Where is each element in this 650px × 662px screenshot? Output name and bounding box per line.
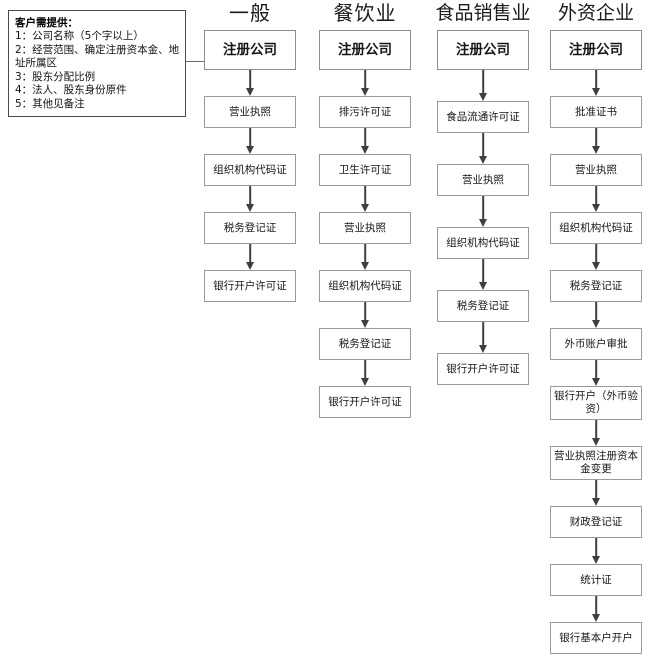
flow-node[interactable]: 税务登记证 — [204, 212, 296, 244]
flow-arrow — [479, 322, 487, 353]
flow-node[interactable]: 批准证书 — [550, 96, 642, 128]
flow-arrow — [246, 70, 254, 96]
flow-arrow — [361, 186, 369, 212]
flow-node[interactable]: 食品流通许可证 — [437, 101, 529, 133]
flow-arrow — [592, 244, 600, 270]
info-box-line-3: 3：股东分配比例 — [15, 70, 96, 83]
flow-arrow — [361, 128, 369, 154]
flow-arrow — [361, 244, 369, 270]
info-box-line-1: 1：公司名称（5个字以上） — [15, 30, 144, 42]
flow-node[interactable]: 营业执照 — [550, 154, 642, 186]
flow-node[interactable]: 银行开户许可证 — [319, 386, 411, 418]
flow-node-start[interactable]: 注册公司 — [204, 30, 296, 70]
flow-node[interactable]: 组织机构代码证 — [437, 227, 529, 259]
info-box-line-2: 2：经营范围、确定注册资本金、地址所属区 — [15, 43, 180, 70]
flow-node[interactable]: 组织机构代码证 — [550, 212, 642, 244]
flow-arrow — [361, 360, 369, 386]
flow-node[interactable]: 营业执照 — [319, 212, 411, 244]
flow-node[interactable]: 银行基本户开户 — [550, 622, 642, 654]
flow-node-start[interactable]: 注册公司 — [437, 30, 529, 70]
flow-node-start[interactable]: 注册公司 — [319, 30, 411, 70]
flow-node[interactable]: 统计证 — [550, 564, 642, 596]
flow-chain-food-sales: 注册公司 食品流通许可证 营业执照 组织机构代码证 税务登记证 银行开户许可证 — [429, 30, 537, 385]
info-to-flow-connector — [186, 61, 208, 63]
flow-column-catering: 餐饮业 注册公司 排污许可证 卫生许可证 营业执照 组织机构代码证 税务登记证 … — [311, 0, 419, 418]
flow-node[interactable]: 外币账户审批 — [550, 328, 642, 360]
flow-arrow — [592, 302, 600, 328]
flow-column-general: 一般 注册公司 营业执照 组织机构代码证 税务登记证 银行开户许可证 — [196, 0, 304, 302]
flow-arrow — [246, 244, 254, 270]
flow-chain-foreign-enterprise: 注册公司 批准证书 营业执照 组织机构代码证 税务登记证 外币账户审批 银行开户… — [542, 30, 650, 654]
flow-arrow — [246, 128, 254, 154]
flow-arrow — [592, 420, 600, 446]
customer-requirements-box: 客户需提供： 1：公司名称（5个字以上） 2：经营范围、确定注册资本金、地址所属… — [8, 10, 186, 117]
flow-node[interactable]: 银行开户（外币验资） — [550, 386, 642, 420]
flow-node[interactable]: 卫生许可证 — [319, 154, 411, 186]
column-header-food-sales: 食品销售业 — [435, 2, 531, 24]
flow-arrow — [592, 128, 600, 154]
info-box-line-5: 5：其他见备注 — [15, 97, 85, 110]
flow-column-food-sales: 食品销售业 注册公司 食品流通许可证 营业执照 组织机构代码证 税务登记证 银行… — [429, 0, 537, 385]
flow-node[interactable]: 营业执照 — [437, 164, 529, 196]
flow-arrow — [361, 70, 369, 96]
info-box-line-4: 4：法人、股东身份原件 — [15, 84, 127, 97]
flow-node-start[interactable]: 注册公司 — [550, 30, 642, 70]
flow-arrow — [479, 133, 487, 164]
flow-arrow — [592, 186, 600, 212]
flow-node[interactable]: 税务登记证 — [319, 328, 411, 360]
flow-arrow — [246, 186, 254, 212]
flow-node[interactable]: 排污许可证 — [319, 96, 411, 128]
flow-arrow — [592, 538, 600, 564]
flow-node[interactable]: 营业执照 — [204, 96, 296, 128]
flow-node[interactable]: 银行开户许可证 — [437, 353, 529, 385]
flow-arrow — [592, 360, 600, 386]
flow-chain-catering: 注册公司 排污许可证 卫生许可证 营业执照 组织机构代码证 税务登记证 银行开户… — [311, 30, 419, 418]
flow-chain-general: 注册公司 营业执照 组织机构代码证 税务登记证 银行开户许可证 — [196, 30, 304, 302]
flow-arrow — [592, 596, 600, 622]
column-header-general: 一般 — [229, 1, 271, 25]
flow-arrow — [479, 70, 487, 101]
flow-node[interactable]: 银行开户许可证 — [204, 270, 296, 302]
flow-node[interactable]: 营业执照注册资本金变更 — [550, 446, 642, 480]
flow-arrow — [361, 302, 369, 328]
column-header-catering: 餐饮业 — [333, 1, 397, 25]
flow-node[interactable]: 组织机构代码证 — [204, 154, 296, 186]
flow-arrow — [479, 259, 487, 290]
flow-arrow — [479, 196, 487, 227]
flow-node[interactable]: 组织机构代码证 — [319, 270, 411, 302]
flow-arrow — [592, 480, 600, 506]
flow-node[interactable]: 税务登记证 — [550, 270, 642, 302]
flow-column-foreign-enterprise: 外资企业 注册公司 批准证书 营业执照 组织机构代码证 税务登记证 外币账户审批… — [542, 0, 650, 654]
flow-node[interactable]: 税务登记证 — [437, 290, 529, 322]
info-box-title: 客户需提供： — [15, 17, 78, 29]
flow-arrow — [592, 70, 600, 96]
flow-node[interactable]: 财政登记证 — [550, 506, 642, 538]
column-header-foreign-enterprise: 外资企业 — [557, 2, 634, 24]
